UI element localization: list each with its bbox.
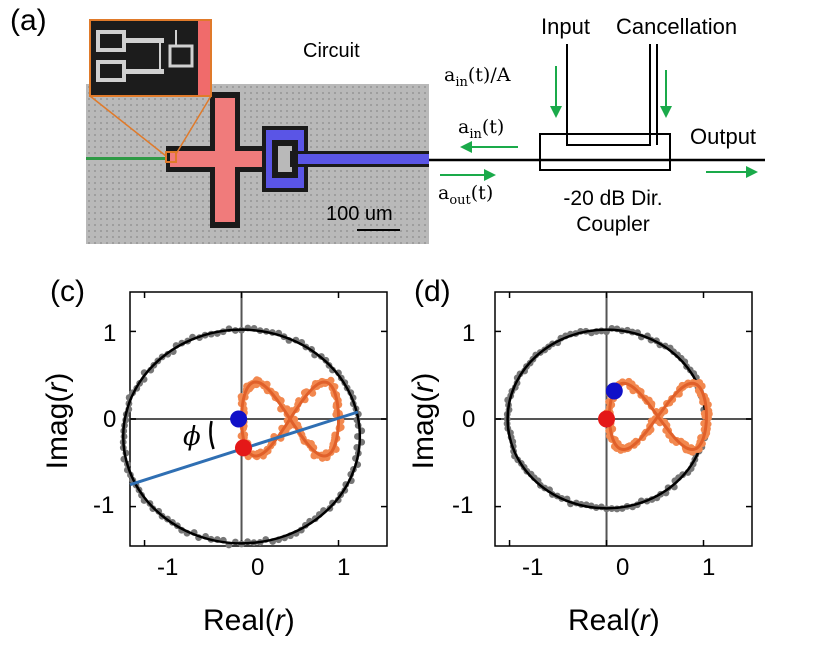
panel-d-xlabel: Real(r) xyxy=(568,604,660,638)
aout-label: aout(t) xyxy=(438,182,493,208)
panel-c-xtick-1: 1 xyxy=(337,554,351,581)
aout-base: a xyxy=(438,182,450,204)
panel-d-ylabel-var: r xyxy=(407,382,440,393)
directional-coupler xyxy=(539,133,671,171)
panel-d-ytick-0: 0 xyxy=(462,406,476,433)
input-label: Input xyxy=(541,14,590,39)
panel-d-ylabel: Imag(r) xyxy=(407,351,441,491)
circuit-label: Circuit xyxy=(303,40,360,62)
panel-c-marker-1 xyxy=(234,439,252,457)
scale-bar-label: 100 um xyxy=(326,203,393,225)
panel-c-ylabel-var: r xyxy=(41,382,74,393)
output-label: Output xyxy=(690,124,757,149)
ain-over-a-rest: (t)/A xyxy=(467,64,511,86)
panel-d-xtick-0: 0 xyxy=(616,554,630,581)
input-port-line xyxy=(566,44,651,146)
panel-d-marker-1 xyxy=(598,410,616,428)
panel-d-xlabel-text: Real( xyxy=(568,604,640,637)
panel-d-xtick-neg1: -1 xyxy=(522,554,544,581)
panel-c-fit-circle xyxy=(121,328,362,545)
phi-arc xyxy=(209,420,215,450)
panel-a-label: (a) xyxy=(10,4,47,37)
panel-c-ylabel-close: ) xyxy=(41,372,74,383)
panel-c-xlabel: Real(r) xyxy=(203,604,295,638)
ain-rest: (t) xyxy=(481,116,505,138)
cancellation-label: Cancellation xyxy=(616,14,738,39)
panel-c-ylabel: Imag(r) xyxy=(41,351,75,491)
ain-base: a xyxy=(458,116,470,138)
panel-c-ytick-neg1: -1 xyxy=(93,492,115,519)
panel-c-marker-0 xyxy=(230,410,248,428)
panel-d-label: (d) xyxy=(414,275,451,308)
panel-c-xlabel-var: r xyxy=(274,604,285,637)
panel-d-marker-0 xyxy=(605,382,623,400)
panel-d-xtick-1: 1 xyxy=(702,554,716,581)
qubit-cross xyxy=(166,92,292,228)
panel-c-ytick-1: 1 xyxy=(103,320,117,347)
ain-over-a-sub: in xyxy=(455,74,468,90)
aout-rest: (t) xyxy=(470,182,494,204)
ain-sub: in xyxy=(469,126,482,142)
panel-c-xtick-0: 0 xyxy=(251,554,265,581)
ain-label: ain(t) xyxy=(458,116,504,142)
aout-sub: out xyxy=(449,192,471,208)
panel-d-ylabel-close: ) xyxy=(407,372,440,383)
readout-resonator xyxy=(262,126,429,192)
panel-d-ytick-1: 1 xyxy=(462,320,476,347)
coupler-label: -20 dB Dir. Coupler xyxy=(548,186,678,238)
coupler-label-line2: Coupler xyxy=(576,213,650,236)
signal-arrows xyxy=(440,66,758,181)
coupler-label-line1: -20 dB Dir. xyxy=(563,187,663,210)
panel-d-xlabel-close: ) xyxy=(649,604,660,637)
feedline-left xyxy=(86,157,168,160)
panel-d-fit-curve xyxy=(607,381,708,452)
panel-c-xtick-neg1: -1 xyxy=(157,554,179,581)
panel-d-xlabel-var: r xyxy=(639,604,650,637)
zoom-box xyxy=(165,151,177,163)
panel-c-ytick-0: 0 xyxy=(103,406,117,433)
panel-d-ytick-neg1: -1 xyxy=(452,492,474,519)
panel-c-label: (c) xyxy=(50,275,85,308)
inset-sem-image xyxy=(89,19,212,97)
ain-over-a-base: a xyxy=(444,64,456,86)
panel-c-ylabel-text: Imag( xyxy=(41,392,74,470)
ain-over-a-label: ain(t)/A xyxy=(444,64,510,90)
panel-c-xlabel-close: ) xyxy=(284,604,295,637)
panel-d-ylabel-text: Imag( xyxy=(407,392,440,470)
phi-label: ϕ xyxy=(183,422,201,452)
panel-c-xlabel-text: Real( xyxy=(203,604,275,637)
